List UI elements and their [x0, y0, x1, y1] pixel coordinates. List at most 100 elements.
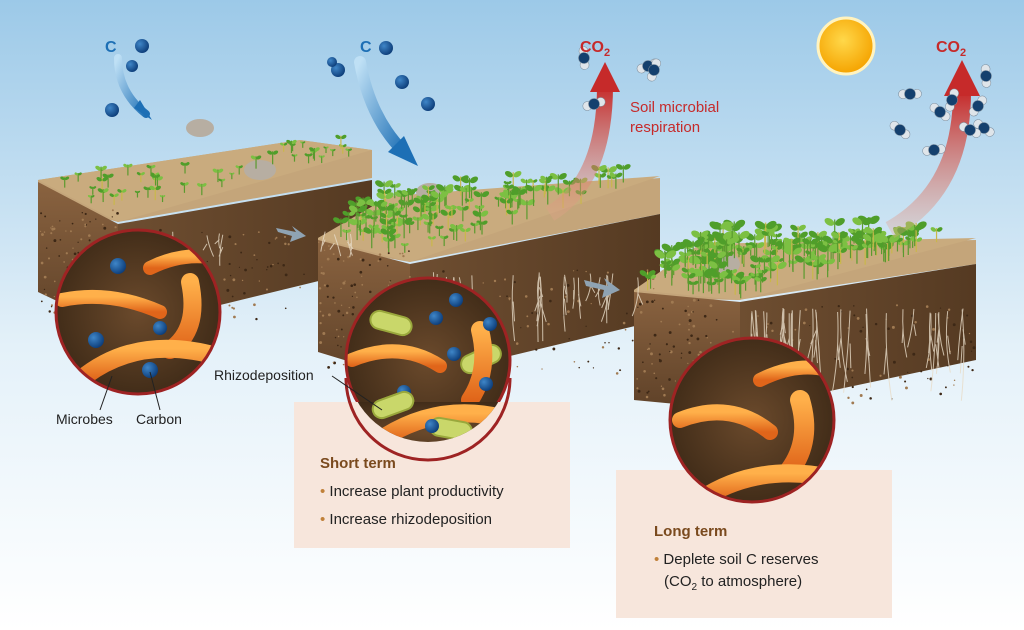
soil-speckle	[326, 295, 329, 298]
root	[959, 309, 965, 401]
seedling	[450, 224, 464, 241]
co2-molecule	[889, 120, 911, 140]
soil-speckle	[334, 336, 337, 339]
co2-arrow-1	[545, 85, 613, 221]
soil-speckle	[283, 235, 287, 238]
soil-speckle	[947, 365, 949, 367]
soil-speckle	[342, 260, 345, 262]
soil-speckle	[802, 321, 806, 325]
seedling	[692, 230, 709, 251]
microbe	[143, 249, 220, 275]
seedling	[97, 188, 109, 203]
soil-speckle	[43, 288, 46, 291]
seedling	[783, 237, 801, 260]
root	[631, 277, 644, 317]
root	[866, 308, 872, 388]
carbon-particle	[142, 362, 158, 378]
soil-speckle	[40, 212, 43, 215]
short-term-item-1: • Increase plant productivity	[320, 483, 504, 500]
carbon-label: Carbon	[136, 411, 182, 427]
seedling	[525, 184, 542, 207]
soil-speckle	[967, 365, 970, 368]
soil-speckle	[851, 385, 854, 389]
seedling	[96, 177, 108, 192]
soil-speckle	[969, 340, 973, 343]
soil-speckle	[846, 367, 849, 371]
short-term-item-2: • Increase rhizodeposition	[320, 511, 492, 528]
seedling	[304, 153, 313, 164]
soil-speckle	[266, 266, 269, 268]
seedling	[761, 230, 775, 248]
soil-speckle	[88, 234, 91, 237]
soil-speckle	[947, 308, 951, 311]
soil-speckle	[257, 231, 260, 234]
soil-speckle	[354, 291, 357, 294]
soil-speckle	[379, 258, 382, 261]
soil-speckle	[891, 325, 895, 329]
soil-speckle	[326, 257, 330, 261]
soil-speckle	[834, 357, 837, 360]
soil-speckle	[95, 218, 97, 220]
seedling	[342, 210, 356, 228]
seedling	[802, 238, 819, 259]
seedling	[212, 168, 224, 183]
soil-speckle	[705, 334, 708, 338]
soil-speckle	[277, 262, 280, 265]
soil-speckle	[389, 280, 392, 282]
soil-speckle	[636, 378, 638, 380]
soil-speckle	[319, 310, 322, 313]
soil-speckle	[631, 339, 634, 342]
seedling	[117, 189, 127, 201]
soil-speckle	[971, 368, 974, 372]
root	[901, 309, 908, 358]
soil-speckle	[660, 385, 663, 387]
soil-speckle	[59, 239, 62, 241]
soil-speckle	[636, 387, 639, 390]
seedling	[348, 205, 367, 229]
soil-speckle	[347, 255, 350, 259]
soil-speckle	[859, 394, 863, 397]
soil-speckle	[251, 267, 253, 269]
soil-speckle	[327, 366, 330, 369]
soil-speckle	[40, 300, 43, 303]
seedling	[733, 279, 746, 295]
soil-speckle	[622, 321, 626, 325]
soil-speckle	[794, 328, 797, 331]
seedling	[681, 273, 696, 291]
seedling	[420, 202, 430, 214]
atmospheric-carbon	[105, 39, 435, 117]
soil-speckle	[646, 391, 649, 394]
soil-speckle	[65, 230, 67, 232]
soil-speckle	[646, 269, 649, 272]
carbon-particle	[153, 321, 167, 335]
soil-speckle	[72, 247, 74, 249]
soil-speckle	[268, 241, 271, 245]
soil-speckle	[576, 269, 579, 272]
soil-speckle	[552, 347, 556, 351]
co2-molecule	[969, 95, 987, 117]
soil-speckle	[47, 257, 51, 260]
seedling	[460, 176, 479, 199]
soil-speckle	[566, 283, 570, 287]
soil-speckle	[927, 377, 929, 380]
co2-label-2: CO2	[936, 39, 966, 59]
soil-speckle	[668, 331, 672, 334]
soil-speckle	[256, 258, 258, 261]
soil-speckle	[809, 324, 811, 327]
rhizodeposit	[369, 309, 413, 337]
soil-speckle	[337, 309, 341, 313]
respiration-label-line2: respiration	[630, 119, 700, 136]
seedling	[678, 251, 692, 268]
soil-speckle	[912, 352, 916, 356]
soil-speckle	[660, 320, 663, 323]
soil-speckle	[389, 281, 391, 283]
soil-speckle	[401, 252, 404, 255]
seedling	[151, 174, 160, 186]
root	[925, 313, 935, 369]
seedling	[60, 176, 70, 188]
seedling	[757, 257, 772, 275]
seedling	[229, 172, 235, 180]
soil-speckle	[655, 377, 658, 380]
seedling	[644, 274, 657, 289]
soil-speckle	[678, 323, 681, 326]
